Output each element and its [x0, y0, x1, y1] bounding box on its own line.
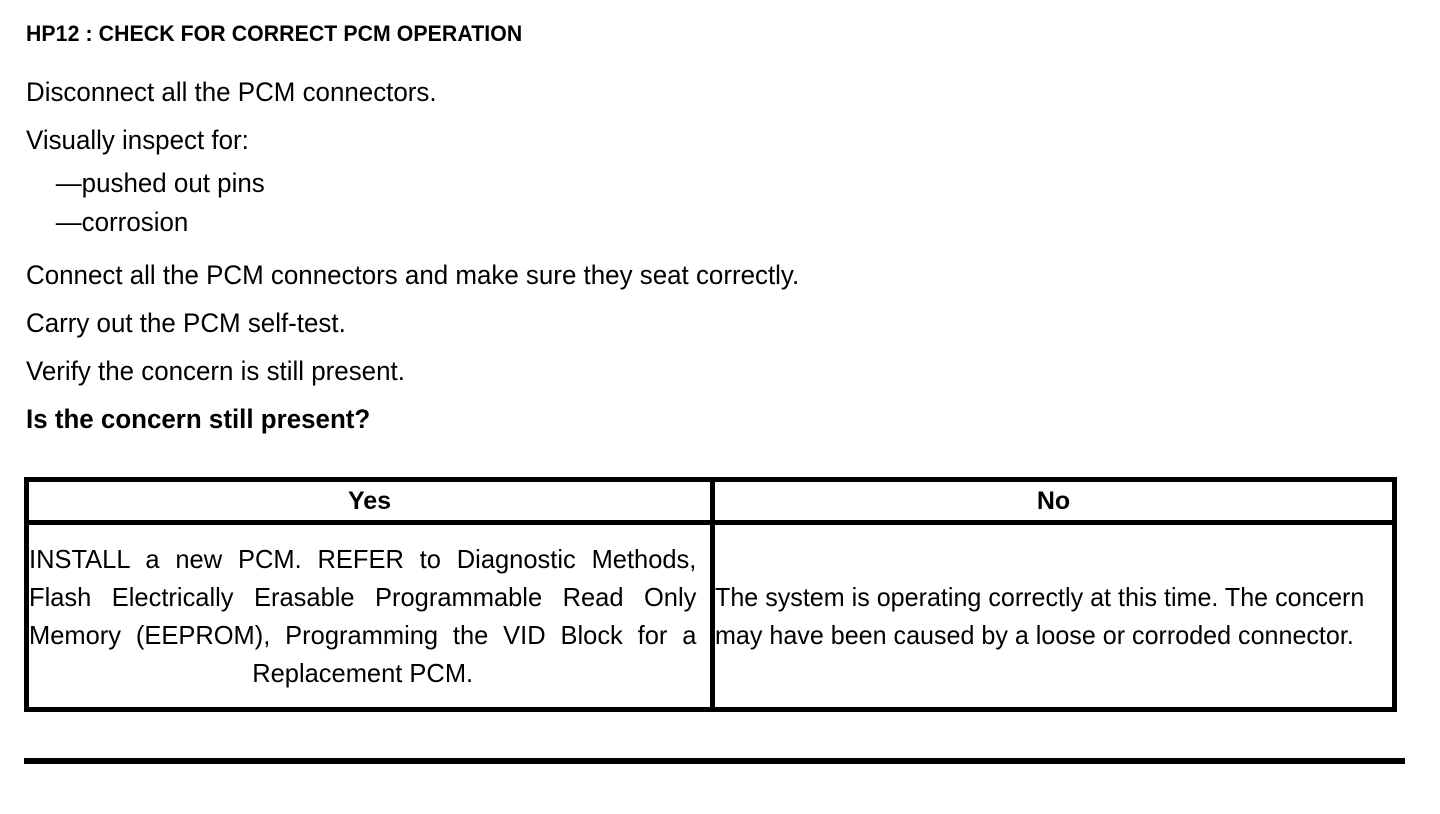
page-title: HP12 : CHECK FOR CORRECT PCM OPERATION	[26, 21, 523, 46]
procedure-steps: Disconnect all the PCM connectors. Visua…	[26, 68, 1406, 443]
step-disconnect-connectors: Disconnect all the PCM connectors.	[26, 77, 437, 107]
step-visually-inspect: Visually inspect for:	[26, 125, 249, 155]
cell-yes-action: INSTALL a new PCM. REFER to Diagnostic M…	[24, 520, 715, 712]
list-spacer	[26, 242, 1406, 251]
table-header-row: Yes No	[24, 477, 1397, 525]
step-connect-connectors: Connect all the PCM connectors and make …	[26, 260, 800, 290]
column-header-no: No	[710, 477, 1397, 525]
cell-no-text: The system is operating correctly at thi…	[715, 582, 1365, 650]
column-header-yes: Yes	[24, 477, 715, 525]
list-item: —pushed out pins	[55, 168, 265, 198]
footer-rule	[24, 758, 1405, 764]
table-row: INSTALL a new PCM. REFER to Diagnostic M…	[24, 520, 1397, 712]
cell-no-action: The system is operating correctly at thi…	[710, 520, 1397, 712]
list-item: —corrosion	[55, 207, 189, 237]
decision-table: Yes No INSTALL a new PCM. REFER to Diagn…	[24, 477, 1397, 712]
step-carry-out-self-test: Carry out the PCM self-test.	[26, 308, 346, 338]
decision-question: Is the concern still present?	[26, 404, 371, 434]
step-verify-concern: Verify the concern is still present.	[26, 356, 405, 386]
inspect-item-list: —pushed out pins —corrosion	[26, 164, 1406, 242]
cell-yes-text: INSTALL a new PCM. REFER to Diagnostic M…	[29, 544, 697, 688]
